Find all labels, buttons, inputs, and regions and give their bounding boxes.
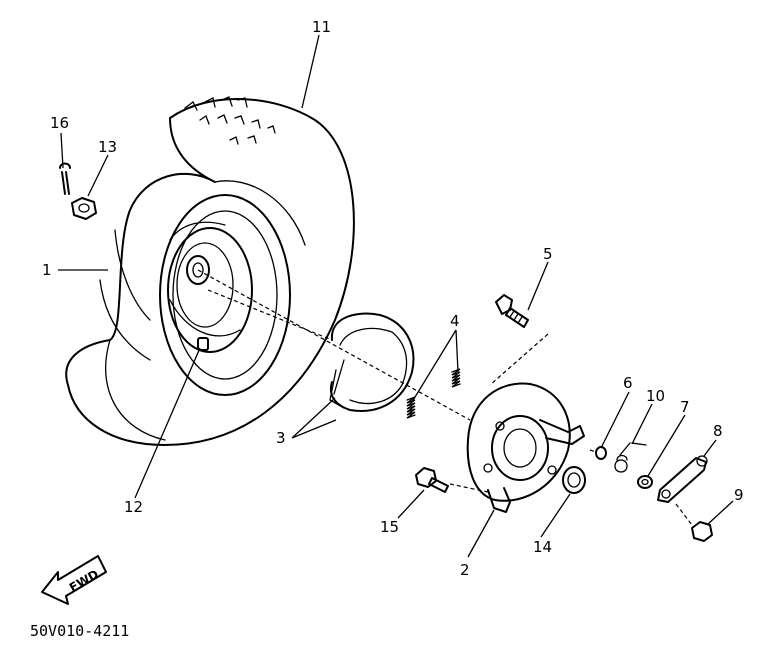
- bolt-part: [495, 294, 529, 328]
- bolt-part: [415, 467, 449, 493]
- torsion-spring-part: [614, 442, 647, 473]
- leader-lines: [58, 34, 734, 558]
- oil-seal-part: [562, 466, 586, 494]
- valve-part: [197, 337, 209, 351]
- callout-15: 15: [380, 518, 399, 536]
- callout-7: 7: [680, 398, 690, 416]
- cotter-pin-part: [59, 162, 71, 195]
- nut-part: [71, 197, 97, 220]
- forward-direction-arrow: FWD: [41, 555, 107, 605]
- camshaft-lever-part: [657, 455, 708, 503]
- tire-part: [65, 96, 355, 446]
- alignment-line: [675, 503, 693, 526]
- o-ring-part: [595, 446, 607, 460]
- callout-5: 5: [543, 245, 553, 263]
- callout-4: 4: [450, 312, 460, 330]
- callout-14: 14: [533, 538, 552, 556]
- callout-13: 13: [98, 138, 117, 156]
- callout-2: 2: [460, 561, 470, 579]
- alignment-line: [197, 269, 471, 421]
- bolt-part: [691, 521, 713, 542]
- alignment-line: [489, 333, 549, 386]
- callout-9: 9: [734, 486, 744, 504]
- callout-3: 3: [276, 429, 286, 447]
- callout-16: 16: [50, 114, 69, 132]
- callout-12: 12: [124, 498, 143, 516]
- diagram-code: 50V010-4211: [30, 622, 129, 640]
- callout-10: 10: [646, 387, 665, 405]
- brake-plate-part: [466, 382, 585, 513]
- spring-part: [406, 368, 461, 419]
- alignment-line: [449, 483, 489, 493]
- callout-1: 1: [42, 261, 52, 279]
- alignment-line: [207, 289, 333, 341]
- callout-11: 11: [312, 18, 331, 36]
- brake-shoe-part: [329, 312, 415, 412]
- alignment-line: [589, 449, 597, 453]
- callout-8: 8: [713, 422, 723, 440]
- washer-part: [637, 475, 653, 489]
- callout-6: 6: [623, 374, 633, 392]
- wheel-rim-part: [159, 194, 291, 396]
